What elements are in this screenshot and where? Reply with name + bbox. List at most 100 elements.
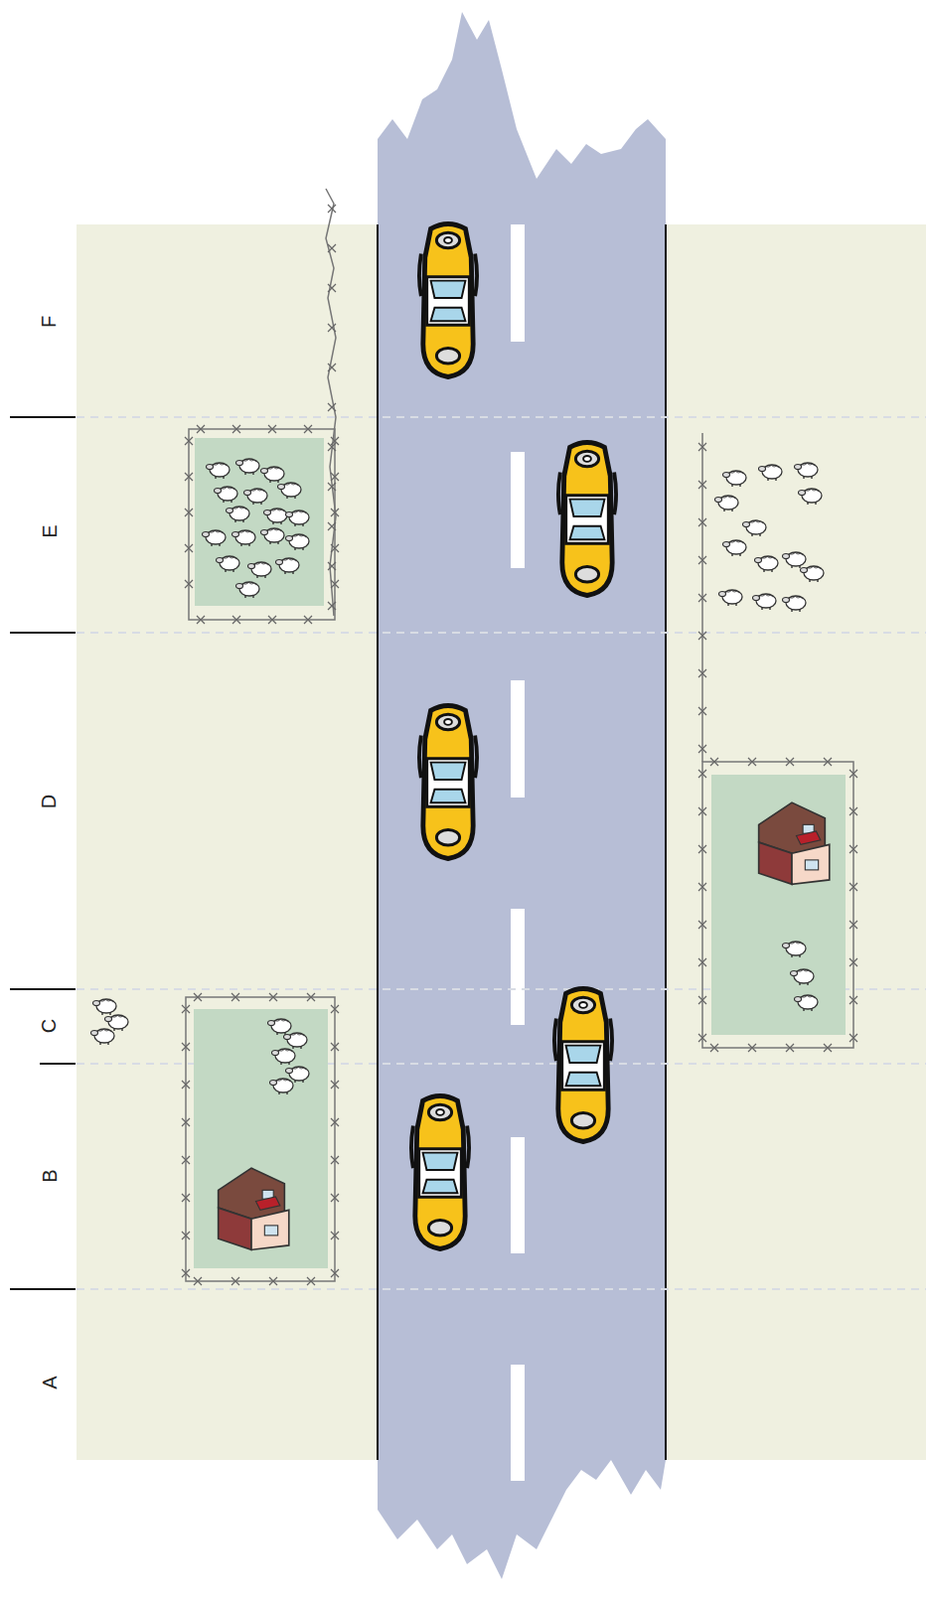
fence-mark xyxy=(849,770,858,778)
fence-mark xyxy=(184,508,193,517)
fence-mark xyxy=(698,996,707,1005)
sheep xyxy=(800,566,825,583)
sheep xyxy=(743,520,768,537)
fence-mark xyxy=(748,1044,757,1053)
fence-mark xyxy=(307,1277,315,1286)
fence-mark xyxy=(330,1118,339,1127)
section-label: B xyxy=(38,1169,59,1183)
fence-mark xyxy=(849,883,858,892)
fence-mark xyxy=(184,580,193,589)
section-label: D xyxy=(38,794,59,809)
fence-mark xyxy=(330,472,339,481)
fence-mark xyxy=(268,425,277,434)
fence-mark xyxy=(785,1044,794,1053)
fence-mark xyxy=(304,616,312,624)
fence-mark xyxy=(698,883,707,892)
fence-mark xyxy=(327,244,336,253)
fence-mark xyxy=(327,562,336,571)
sheep xyxy=(270,1079,295,1095)
fence-mark xyxy=(849,845,858,854)
fence-mark xyxy=(698,480,707,489)
sheep xyxy=(276,558,301,575)
fence-mark xyxy=(184,544,193,553)
fence-mark xyxy=(269,993,278,1002)
fence-mark xyxy=(181,1080,190,1089)
fence-mark xyxy=(232,616,241,624)
sheep xyxy=(93,999,118,1016)
fence-mark xyxy=(698,631,707,640)
fence-mark xyxy=(698,845,707,854)
fence-mark xyxy=(196,425,205,434)
sheep xyxy=(248,562,273,579)
fence-mark xyxy=(849,921,858,929)
fence-mark xyxy=(184,437,193,446)
fence-mark xyxy=(330,1156,339,1165)
fence-mark xyxy=(231,993,240,1002)
fence-mark xyxy=(181,1005,190,1014)
fence-mark xyxy=(327,403,336,412)
sheep xyxy=(232,530,257,547)
fence-mark xyxy=(330,1080,339,1089)
fence-mark xyxy=(710,758,719,767)
sheep xyxy=(206,463,231,479)
fence-mark xyxy=(330,1194,339,1203)
fence-mark xyxy=(181,1043,190,1052)
sheep xyxy=(216,556,241,573)
section-label: E xyxy=(38,524,59,538)
sheep xyxy=(759,464,783,481)
fence-mark xyxy=(327,602,336,611)
fence-mark xyxy=(823,1044,832,1053)
fence-mark xyxy=(304,425,312,434)
fence-mark xyxy=(269,1277,278,1286)
fence-mark xyxy=(181,1232,190,1240)
fence-mark xyxy=(327,204,336,213)
fence-mark xyxy=(698,707,707,716)
sheep xyxy=(268,1019,293,1036)
fence-mark xyxy=(184,472,193,481)
sheep xyxy=(214,486,239,503)
sheep xyxy=(272,1049,297,1066)
section-label: F xyxy=(38,315,59,328)
fence-mark xyxy=(849,958,858,967)
sheep xyxy=(236,459,261,475)
fence-mark xyxy=(327,363,336,372)
fence-mark xyxy=(193,1277,202,1286)
sheep xyxy=(286,534,310,551)
fence-mark xyxy=(268,616,277,624)
fence-mark xyxy=(698,443,707,452)
sheep xyxy=(794,995,819,1012)
fence-mark xyxy=(181,1194,190,1203)
fence-mark xyxy=(698,921,707,929)
sheep xyxy=(202,530,227,547)
fence-mark xyxy=(307,993,315,1002)
sheep xyxy=(91,1029,116,1046)
sheep xyxy=(782,596,807,613)
section-label: A xyxy=(38,1376,59,1389)
fence-mark xyxy=(327,522,336,531)
sheep xyxy=(278,482,303,499)
sheep xyxy=(782,552,807,569)
fence-mark xyxy=(748,758,757,767)
fence-mark xyxy=(330,1269,339,1278)
sheep xyxy=(798,488,823,505)
fence-mark xyxy=(330,580,339,589)
fence-mark xyxy=(327,323,336,332)
fence-mark xyxy=(330,1005,339,1014)
fence-mark xyxy=(193,993,202,1002)
sheep xyxy=(261,466,286,483)
fence-mark xyxy=(181,1269,190,1278)
fence-mark xyxy=(327,443,336,452)
sheep xyxy=(261,528,286,545)
fence-mark xyxy=(181,1156,190,1165)
fence-mark xyxy=(698,1034,707,1043)
sheep xyxy=(753,594,777,611)
fence-mark xyxy=(330,1232,339,1240)
fence-mark xyxy=(327,482,336,491)
fence-mark xyxy=(330,1043,339,1052)
fence-mark xyxy=(698,807,707,816)
sheep xyxy=(790,969,815,986)
sheep xyxy=(723,540,748,557)
fence-mark xyxy=(849,807,858,816)
sheep xyxy=(105,1015,130,1032)
